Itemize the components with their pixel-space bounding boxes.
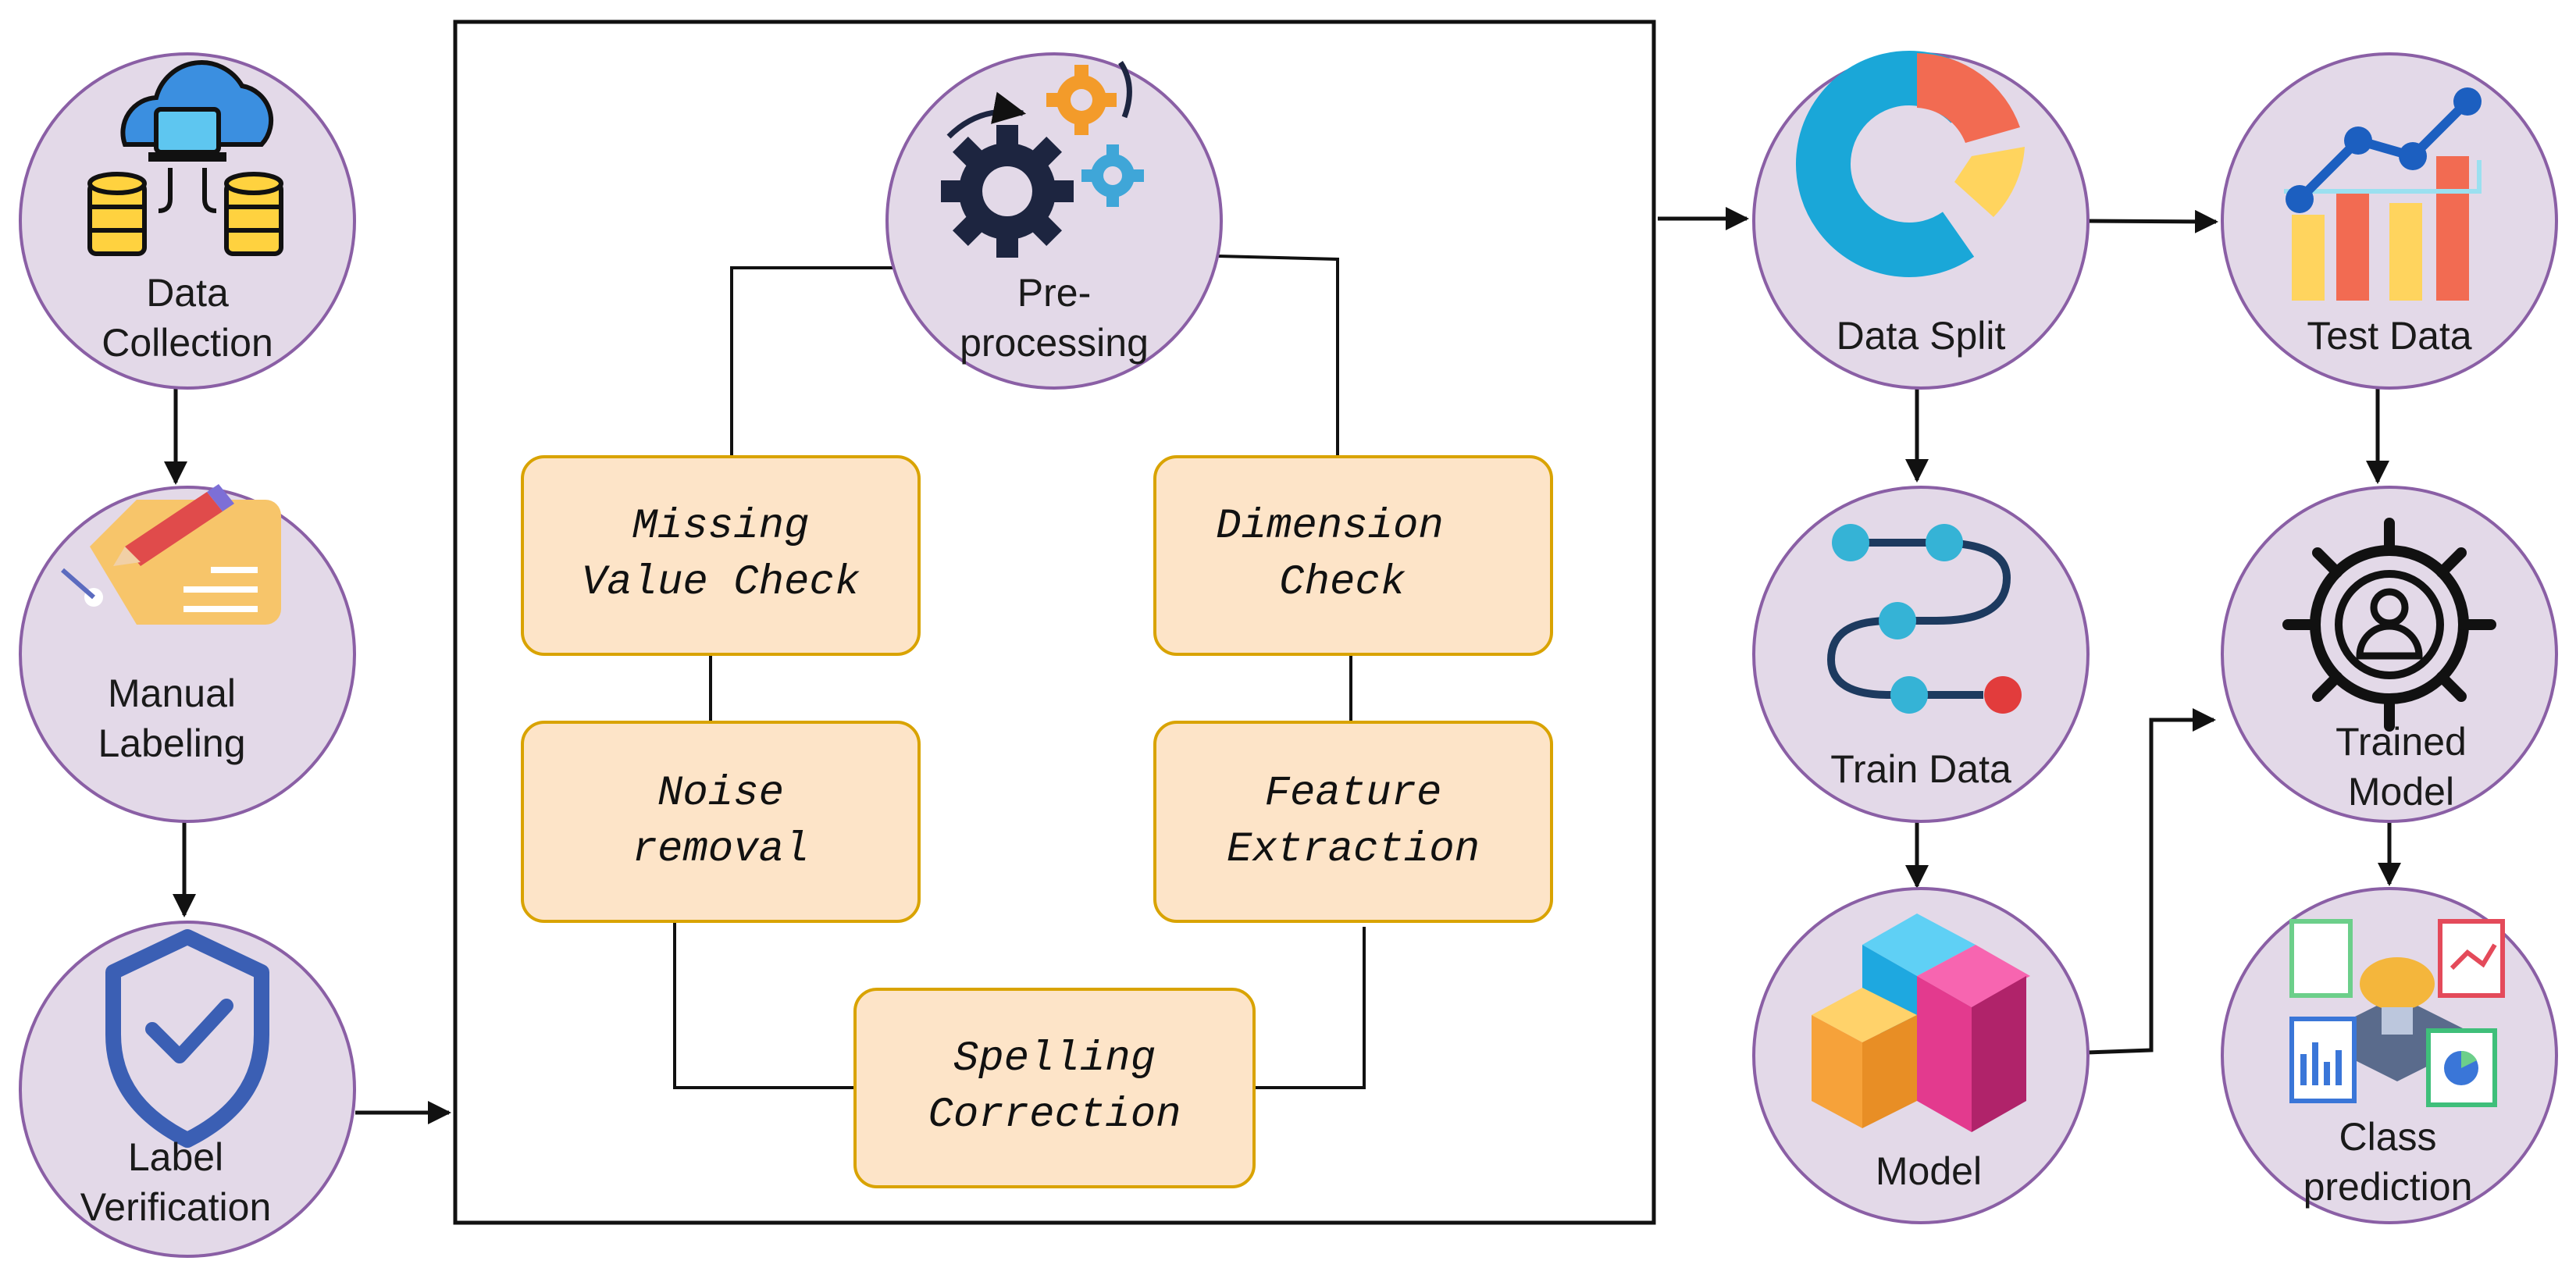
label-model: Model bbox=[1812, 1146, 2046, 1196]
edge-pre-missing bbox=[730, 266, 894, 455]
node-label: Test Data bbox=[2307, 314, 2472, 358]
label-train-data: Train Data bbox=[1804, 744, 2038, 794]
edge-pre-dimension bbox=[1217, 255, 1339, 455]
step-label: Missing Value Check bbox=[581, 503, 860, 607]
label-label-verification: Label Verification bbox=[59, 1132, 293, 1232]
edge-feature-spelling bbox=[1256, 927, 1366, 1089]
cloud-database-icon bbox=[87, 60, 283, 256]
node-preprocessing bbox=[885, 52, 1223, 390]
step-dimension-check: Dimension Check bbox=[1153, 455, 1553, 656]
step-spelling-correction: Spelling Correction bbox=[853, 988, 1256, 1188]
label-manual-labeling: Manual Labeling bbox=[55, 668, 289, 768]
node-label: Pre- processing bbox=[960, 271, 1149, 365]
step-feature-extraction: Feature Extraction bbox=[1153, 721, 1553, 923]
flow-steps-icon bbox=[1826, 524, 2022, 714]
label-data-collection: Data Collection bbox=[70, 268, 305, 368]
edge-model-trained bbox=[2086, 708, 2216, 1055]
label-data-split: Data Split bbox=[1804, 311, 2038, 361]
step-label: Feature Extraction bbox=[1226, 770, 1480, 874]
step-label: Dimension Check bbox=[1216, 503, 1444, 607]
step-missing-value-check: Missing Value Check bbox=[521, 455, 921, 656]
edge-noise-spelling bbox=[673, 923, 853, 1089]
shield-check-icon bbox=[105, 929, 269, 1148]
dashboard-ai-icon bbox=[2289, 919, 2505, 1107]
node-label: Class prediction bbox=[2303, 1115, 2473, 1209]
target-user-icon bbox=[2282, 518, 2496, 732]
blocks-icon bbox=[1812, 914, 2030, 1132]
preprocessing-frame bbox=[453, 20, 1656, 1225]
step-label: Spelling Correction bbox=[928, 1035, 1181, 1139]
node-label-verification bbox=[19, 921, 356, 1258]
label-tag-pencil-icon bbox=[61, 484, 281, 625]
node-label: Train Data bbox=[1830, 747, 2011, 791]
label-test-data: Test Data bbox=[2272, 311, 2507, 361]
gears-icon bbox=[941, 61, 1144, 258]
label-trained-model: Trained Model bbox=[2284, 717, 2518, 817]
node-label: Model bbox=[1875, 1149, 1983, 1193]
label-preprocessing: Pre- processing bbox=[937, 268, 1171, 368]
node-label: Trained Model bbox=[2336, 720, 2467, 814]
node-label: Data Split bbox=[1836, 314, 2006, 358]
step-noise-removal: Noise removal bbox=[521, 721, 921, 923]
step-label: Noise removal bbox=[632, 770, 810, 874]
node-label: Data Collection bbox=[102, 271, 273, 365]
node-label: Label Verification bbox=[80, 1135, 272, 1229]
label-class-prediction: Class prediction bbox=[2271, 1112, 2505, 1212]
node-data-collection bbox=[19, 52, 356, 390]
node-label: Manual Labeling bbox=[98, 671, 246, 765]
bar-line-chart-icon bbox=[2284, 87, 2482, 301]
edge-split-test bbox=[2086, 209, 2218, 233]
